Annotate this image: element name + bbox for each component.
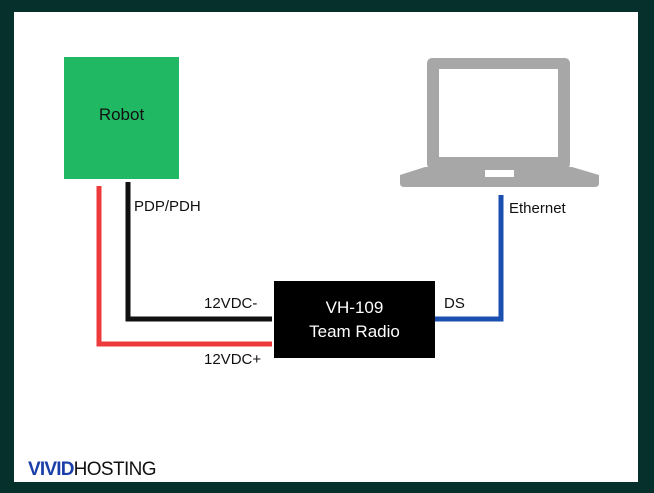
vdc-minus-label: 12VDC- xyxy=(204,295,258,312)
robot-label: Robot xyxy=(98,105,145,124)
laptop-icon xyxy=(400,58,599,187)
radio-name-label: Team Radio xyxy=(309,321,400,341)
vividhosting-logo: VIVIDHOSTING xyxy=(28,459,157,481)
ds-label: DS xyxy=(444,295,465,312)
radio-model-label: VH-109 xyxy=(325,297,384,317)
wiring xyxy=(96,182,504,347)
ethernet-label: Ethernet xyxy=(509,200,566,217)
robot-box: Robot xyxy=(64,57,179,179)
positive-wire xyxy=(96,186,272,347)
negative-wire xyxy=(125,182,272,322)
pdp-label: PDP/PDH xyxy=(134,198,201,215)
ethernet-wire xyxy=(435,195,504,322)
diagram-canvas: Robot VH-109 Team Radio PDP/PDH Ethernet… xyxy=(14,12,638,482)
logo-part-vivid: VIVID xyxy=(28,459,74,480)
logo-part-hosting: HOSTING xyxy=(73,459,157,480)
team-radio-box: VH-109 Team Radio xyxy=(274,281,435,358)
vdc-plus-label: 12VDC+ xyxy=(204,351,262,368)
